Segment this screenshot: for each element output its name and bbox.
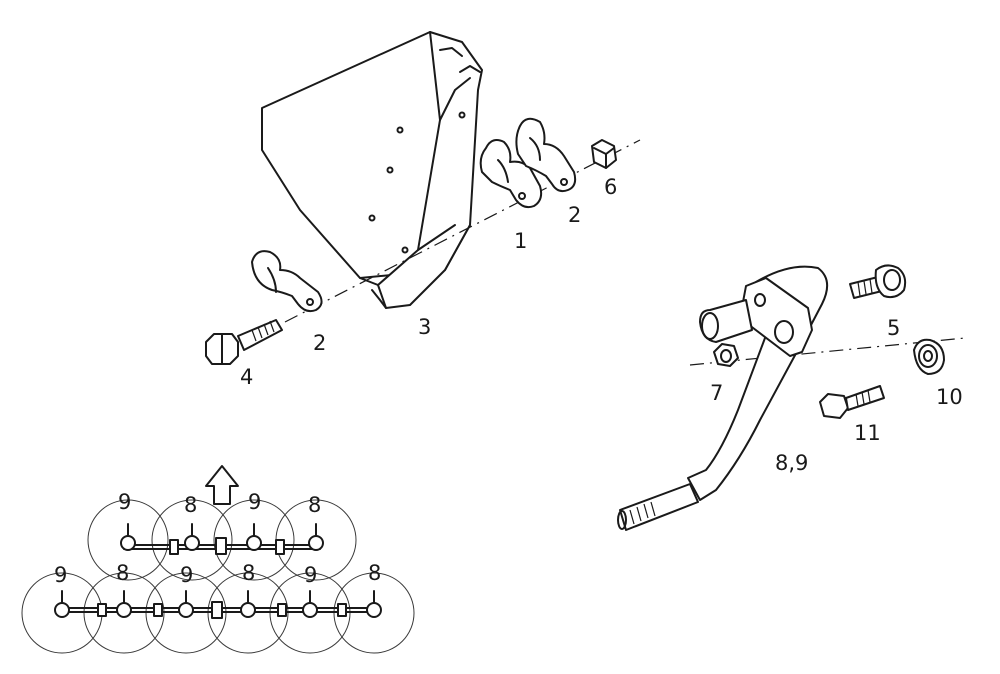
clamp-1 bbox=[479, 139, 543, 209]
rotor-hub bbox=[240, 590, 256, 618]
front-row-label: 8 bbox=[184, 493, 197, 517]
callout-6: 6 bbox=[604, 175, 617, 199]
rotor-hub bbox=[120, 523, 136, 551]
front-row-label: 9 bbox=[248, 490, 261, 514]
rear-row-layout: 9 8 9 8 9 8 bbox=[21, 561, 415, 654]
washer-nut-10 bbox=[913, 338, 945, 375]
callout-2-upper: 2 bbox=[568, 203, 581, 227]
axis-line-upper bbox=[284, 139, 641, 323]
rotor-hub bbox=[178, 590, 194, 618]
clamp-2-lower bbox=[251, 250, 323, 313]
callout-5: 5 bbox=[887, 316, 900, 340]
callout-7: 7 bbox=[710, 381, 723, 405]
nut-6 bbox=[591, 139, 617, 169]
rear-row-label: 8 bbox=[368, 561, 381, 585]
tine-arm-8-9 bbox=[617, 265, 829, 531]
bracket-plate-3 bbox=[261, 31, 483, 309]
rear-row-label: 8 bbox=[116, 561, 129, 585]
callout-3: 3 bbox=[418, 315, 431, 339]
rotor-hub bbox=[302, 590, 318, 618]
rotor-hub bbox=[184, 523, 200, 551]
rear-row-label: 9 bbox=[54, 563, 67, 587]
bolt-4 bbox=[205, 319, 283, 365]
callout-2-lower: 2 bbox=[313, 331, 326, 355]
up-arrow-icon bbox=[205, 465, 239, 505]
rotor-hub bbox=[366, 590, 382, 618]
front-row-layout: 9 8 9 8 bbox=[87, 490, 357, 581]
front-row-label: 9 bbox=[118, 490, 131, 514]
rear-row-label: 8 bbox=[242, 561, 255, 585]
nut-7 bbox=[713, 343, 739, 367]
bolt-5 bbox=[849, 264, 907, 299]
rotor-hub bbox=[308, 523, 324, 551]
rear-row-label: 9 bbox=[180, 563, 193, 587]
callout-10: 10 bbox=[936, 385, 963, 409]
rotor-hub bbox=[246, 523, 262, 551]
callout-8-9: 8,9 bbox=[775, 451, 808, 475]
rotor-hub bbox=[116, 590, 132, 618]
bolt-11 bbox=[819, 385, 885, 419]
callout-11: 11 bbox=[854, 421, 881, 445]
clamp-2-upper bbox=[515, 117, 577, 193]
callout-1: 1 bbox=[514, 229, 527, 253]
rear-row-label: 9 bbox=[304, 563, 317, 587]
front-row-label: 8 bbox=[308, 493, 321, 517]
rotor-hub bbox=[54, 590, 70, 618]
callout-4: 4 bbox=[240, 365, 253, 389]
